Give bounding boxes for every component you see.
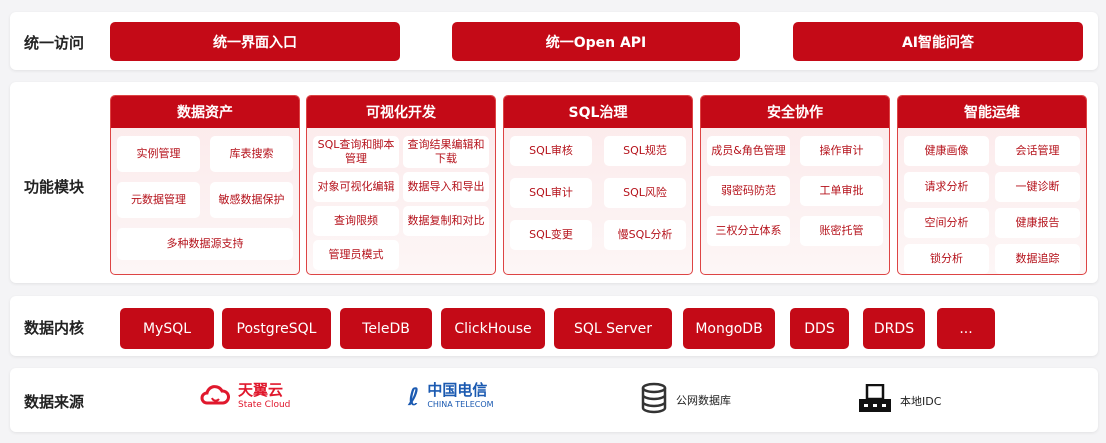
server-icon [858, 383, 892, 417]
db-teledb[interactable]: TeleDB [340, 308, 432, 349]
row-label: 统一访问 [24, 34, 85, 52]
card-visual-dev: 可视化开发 SQL查询和脚本管理 查询结果编辑和下载 对象可视化编辑 数据导入和… [306, 95, 496, 275]
row-label: 数据内核 [24, 319, 85, 337]
data-kernel-row: 数据内核 MySQL PostgreSQL TeleDB ClickHouse … [10, 296, 1098, 356]
module-item[interactable]: 健康报告 [995, 208, 1080, 238]
ai-qa-button[interactable]: AI智能问答 [793, 22, 1083, 61]
function-modules-row: 功能模块 数据资产 实例管理 库表搜索 元数据管理 敏感数据保护 多种数据源支持… [10, 82, 1098, 283]
source-label: 公网数据库 [676, 393, 731, 407]
local-idc-source: 本地IDC [858, 383, 942, 417]
module-item[interactable]: SQL审核 [510, 136, 592, 166]
module-item[interactable]: 一键诊断 [995, 172, 1080, 202]
module-item[interactable]: 操作审计 [800, 136, 883, 166]
card-title: 可视化开发 [307, 96, 495, 128]
module-item[interactable]: 对象可视化编辑 [313, 172, 399, 202]
module-item[interactable]: 工单审批 [800, 176, 883, 206]
unified-ui-entry-button[interactable]: 统一界面入口 [110, 22, 400, 61]
module-item[interactable]: 实例管理 [117, 136, 200, 172]
row-label: 功能模块 [24, 178, 85, 196]
open-api-button[interactable]: 统一Open API [452, 22, 740, 61]
module-item[interactable]: SQL变更 [510, 220, 592, 250]
brand-name: 中国电信 [427, 381, 488, 399]
module-item[interactable]: 锁分析 [904, 244, 989, 274]
module-item[interactable]: 查询结果编辑和下载 [403, 136, 489, 168]
card-title: 安全协作 [701, 96, 889, 128]
more-button[interactable]: ... [937, 308, 995, 349]
card-smart-ops: 智能运维 健康画像 会话管理 请求分析 一键诊断 空间分析 健康报告 锁分析 数… [897, 95, 1087, 275]
module-item[interactable]: 数据复制和对比 [403, 206, 489, 236]
module-item[interactable]: 多种数据源支持 [117, 228, 293, 260]
brand-subtitle: CHINA TELECOM [427, 400, 494, 409]
module-item[interactable]: 请求分析 [904, 172, 989, 202]
card-security-collab: 安全协作 成员&角色管理 操作审计 弱密码防范 工单审批 三权分立体系 账密托管 [700, 95, 890, 275]
module-item[interactable]: 敏感数据保护 [210, 182, 293, 218]
database-icon [640, 382, 668, 417]
module-item[interactable]: 健康画像 [904, 136, 989, 166]
module-item[interactable]: 数据导入和导出 [403, 172, 489, 202]
module-item[interactable]: 会话管理 [995, 136, 1080, 166]
module-item[interactable]: SQL规范 [604, 136, 686, 166]
data-source-row: 数据来源 天翼云 State Cloud ℓ 中国电信 CHINA TELECO… [10, 368, 1098, 432]
db-mysql[interactable]: MySQL [120, 308, 214, 349]
cloud-icon [200, 383, 230, 410]
card-sql-governance: SQL治理 SQL审核 SQL规范 SQL审计 SQL风险 SQL变更 慢SQL… [503, 95, 693, 275]
module-item[interactable]: 账密托管 [800, 216, 883, 246]
state-cloud-logo: 天翼云 State Cloud [200, 382, 290, 411]
module-item[interactable]: 弱密码防范 [707, 176, 790, 206]
module-item[interactable]: SQL风险 [604, 178, 686, 208]
db-sqlserver[interactable]: SQL Server [554, 308, 672, 349]
db-clickhouse[interactable]: ClickHouse [441, 308, 545, 349]
card-title: 数据资产 [111, 96, 299, 128]
unified-access-row: 统一访问 统一界面入口 统一Open API AI智能问答 [10, 12, 1098, 70]
module-item[interactable]: 三权分立体系 [707, 216, 790, 246]
module-item[interactable]: SQL审计 [510, 178, 592, 208]
db-drds[interactable]: DRDS [863, 308, 925, 349]
source-label: 本地IDC [900, 394, 942, 408]
module-item[interactable]: 库表搜索 [210, 136, 293, 172]
telecom-icon: ℓ [408, 382, 420, 411]
db-mongodb[interactable]: MongoDB [683, 308, 775, 349]
db-postgresql[interactable]: PostgreSQL [222, 308, 331, 349]
module-item[interactable]: 查询限频 [313, 206, 399, 236]
module-item[interactable]: 数据追踪 [995, 244, 1080, 274]
module-item[interactable]: SQL查询和脚本管理 [313, 136, 399, 168]
module-item[interactable]: 慢SQL分析 [604, 220, 686, 250]
card-data-assets: 数据资产 实例管理 库表搜索 元数据管理 敏感数据保护 多种数据源支持 [110, 95, 300, 275]
china-telecom-logo: ℓ 中国电信 CHINA TELECOM [408, 382, 494, 411]
db-dds[interactable]: DDS [790, 308, 849, 349]
brand-name: 天翼云 [238, 381, 284, 399]
card-title: SQL治理 [504, 96, 692, 128]
module-item[interactable]: 成员&角色管理 [707, 136, 790, 166]
card-title: 智能运维 [898, 96, 1086, 128]
module-item[interactable]: 空间分析 [904, 208, 989, 238]
module-item[interactable]: 元数据管理 [117, 182, 200, 218]
row-label: 数据来源 [24, 393, 85, 411]
module-item[interactable]: 管理员模式 [313, 240, 399, 270]
brand-subtitle: State Cloud [238, 400, 291, 410]
public-database-source: 公网数据库 [640, 382, 731, 417]
